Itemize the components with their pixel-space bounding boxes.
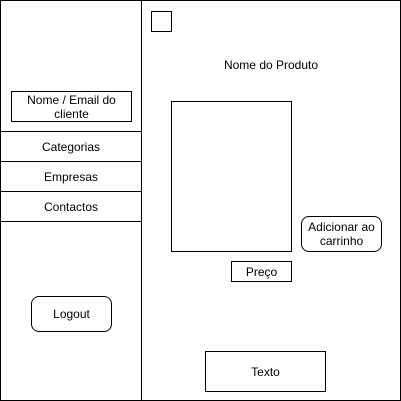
add-to-cart-button[interactable]: Adicionar ao carrinho: [301, 216, 382, 252]
text-label: Texto: [251, 364, 280, 379]
sidebar-item-categorias[interactable]: Categorias: [1, 131, 141, 162]
sidebar-item-empresas[interactable]: Empresas: [1, 161, 141, 192]
text-box: Texto: [205, 351, 326, 392]
product-name-label: Nome do Produto: [223, 58, 319, 72]
sidebar-item-contactos[interactable]: Contactos: [1, 191, 141, 222]
product-image: [171, 101, 292, 252]
user-name-email-label: Nome / Email do cliente: [27, 92, 116, 121]
sidebar-item-label: Contactos: [43, 199, 99, 214]
logout-label: Logout: [53, 307, 90, 321]
price-label: Preço: [245, 264, 278, 279]
price-box: Preço: [231, 261, 292, 282]
add-to-cart-label: Adicionar ao carrinho: [308, 220, 375, 248]
sidebar-item-label: Empresas: [43, 170, 99, 184]
product-name: Nome do Produto: [221, 58, 321, 72]
sidebar-item-label: Categorias: [41, 140, 101, 154]
sidebar: Nome / Email do cliente Categorias Empre…: [1, 1, 142, 400]
small-square-icon[interactable]: [151, 11, 172, 32]
user-name-email-box: Nome / Email do cliente: [11, 91, 132, 122]
logout-button[interactable]: Logout: [31, 296, 112, 332]
